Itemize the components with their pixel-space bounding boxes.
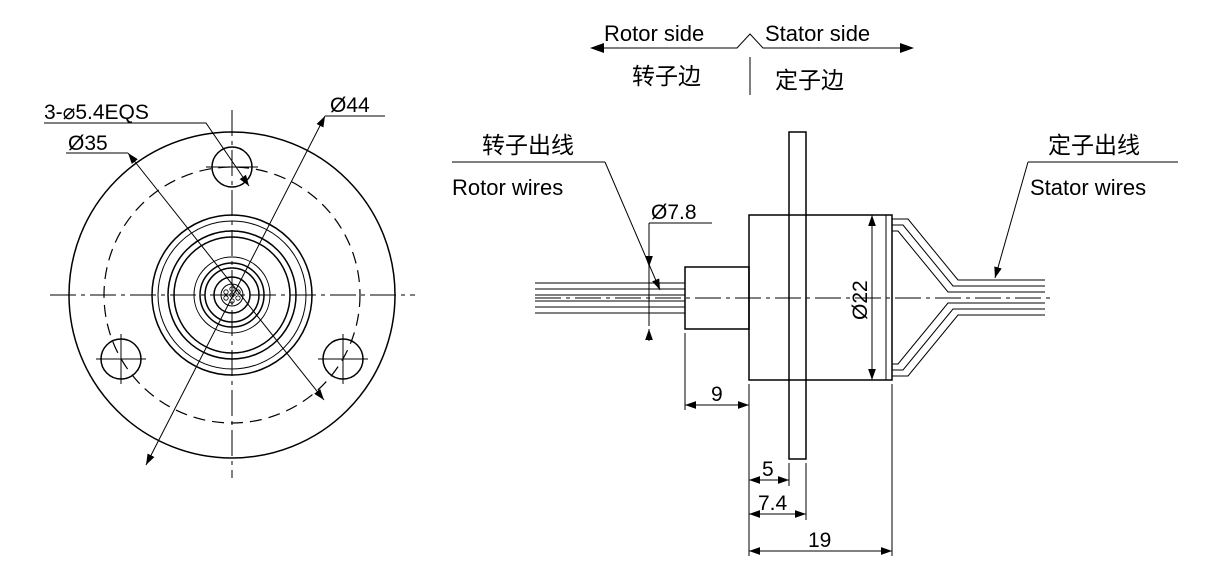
housing-body [748,214,893,381]
flange-od-label: Ø44 [330,94,370,117]
rotor-wires-label: Rotor wires [452,175,563,200]
stator-wires-label-cn: 定子出线 [1048,133,1140,159]
flange-position-label: 5 [762,458,774,481]
body-dia-label: Ø22 [849,280,872,320]
shaft-length-label: 9 [711,383,723,406]
hole-callout: 3-⌀5.4EQS [44,101,149,124]
rotor-side-arrowhead [590,43,604,53]
pcd-dimension-line [127,152,325,401]
mounting-flange [788,131,807,460]
rotor-wires-leader [604,161,661,291]
stator-side-label-cn: 定子边 [775,68,844,94]
side-indicator-arrow [592,33,912,49]
stator-side-label: Stator side [765,21,870,46]
flange-od-dimension-line [145,115,326,466]
stator-wires [892,218,1045,377]
flange-back-label: 7.4 [758,492,788,515]
total-length-label: 19 [808,529,831,552]
stator-side-arrowhead [900,43,914,53]
pcd-label: Ø35 [68,132,108,155]
hole-callout-leader [44,122,250,187]
rotor-wires-label-cn: 转子出线 [482,133,574,159]
side-view: Rotor side Stator side 转子边 定子边 [452,21,1178,556]
rotor-wires [535,282,685,314]
rotor-side-label: Rotor side [604,21,704,46]
stator-wires-leader [994,161,1029,279]
shaft-dia-label: Ø7.8 [651,201,697,224]
rotor-side-label-cn: 转子边 [632,64,701,90]
front-view: Ø35 Ø44 3-⌀5.4EQS [44,94,415,478]
stator-wires-label: Stator wires [1030,175,1146,200]
